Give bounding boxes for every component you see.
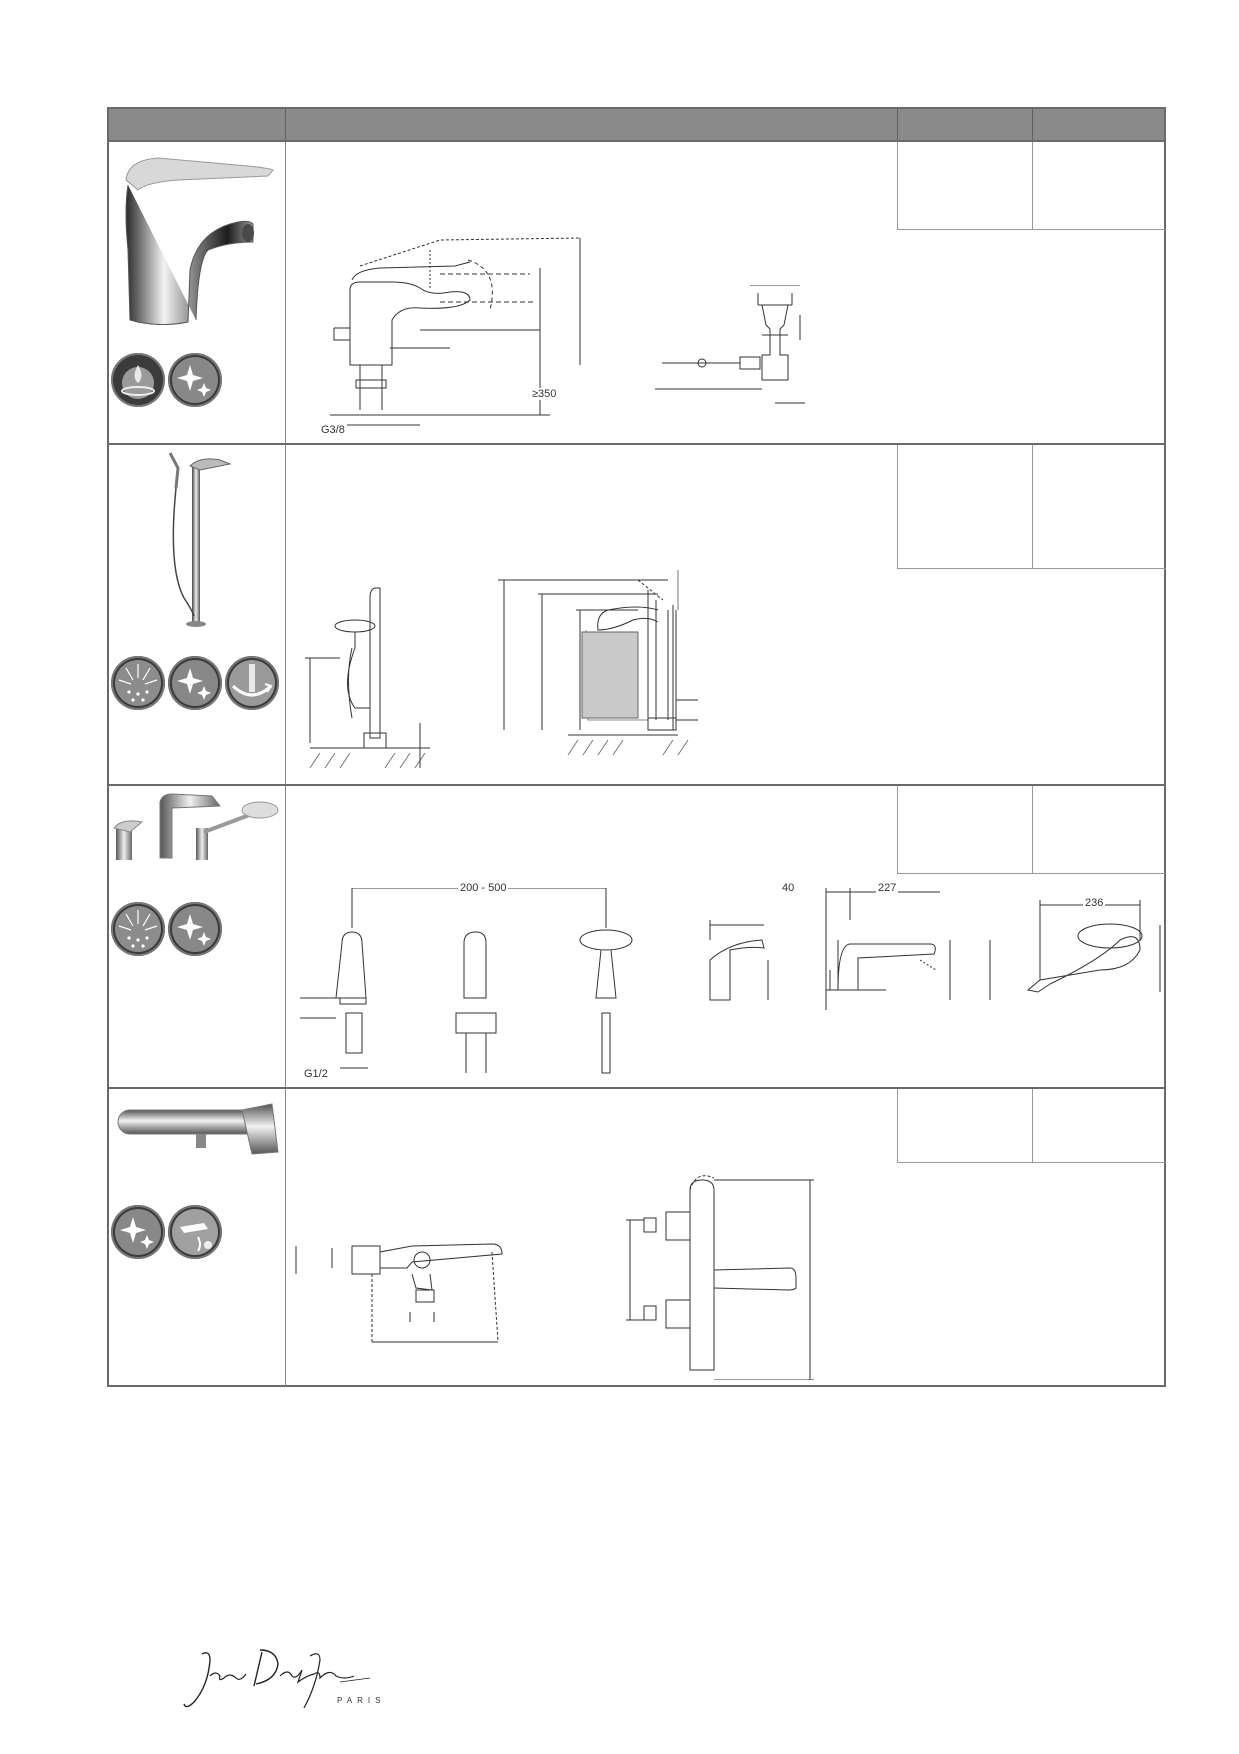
brand-sub-label: PARIS xyxy=(337,1696,386,1705)
chrome-finish-icon xyxy=(111,1205,165,1259)
water-saving-icon xyxy=(111,353,165,407)
spacing-range-label: 200 - 500 xyxy=(458,882,509,894)
dim-40-label: 40 xyxy=(780,882,797,894)
product-table xyxy=(107,107,1166,1387)
chrome-finish-icon xyxy=(168,656,222,710)
thermostatic-icon xyxy=(168,1205,222,1259)
bidet-mixer-photo xyxy=(118,150,278,330)
wall-thermostatic-photo xyxy=(112,1092,282,1172)
thread-bidet-label: G3/8 xyxy=(319,424,347,436)
dim-227-label: 227 xyxy=(876,882,899,894)
deck-mounted-mixer-photo xyxy=(112,788,282,868)
shower-spray-icon xyxy=(111,656,165,710)
chrome-finish-icon xyxy=(168,353,222,407)
thread-deck-label: G1/2 xyxy=(302,1068,330,1080)
min-height-label: ≥350 xyxy=(530,388,559,400)
brand-logo xyxy=(180,1646,380,1721)
dim-236-label: 236 xyxy=(1083,897,1106,909)
table-header xyxy=(109,109,1164,142)
floor-standing-mixer-photo xyxy=(150,448,240,633)
swivel-spout-icon xyxy=(225,656,279,710)
shower-spray-icon xyxy=(111,902,165,956)
chrome-finish-icon xyxy=(168,902,222,956)
